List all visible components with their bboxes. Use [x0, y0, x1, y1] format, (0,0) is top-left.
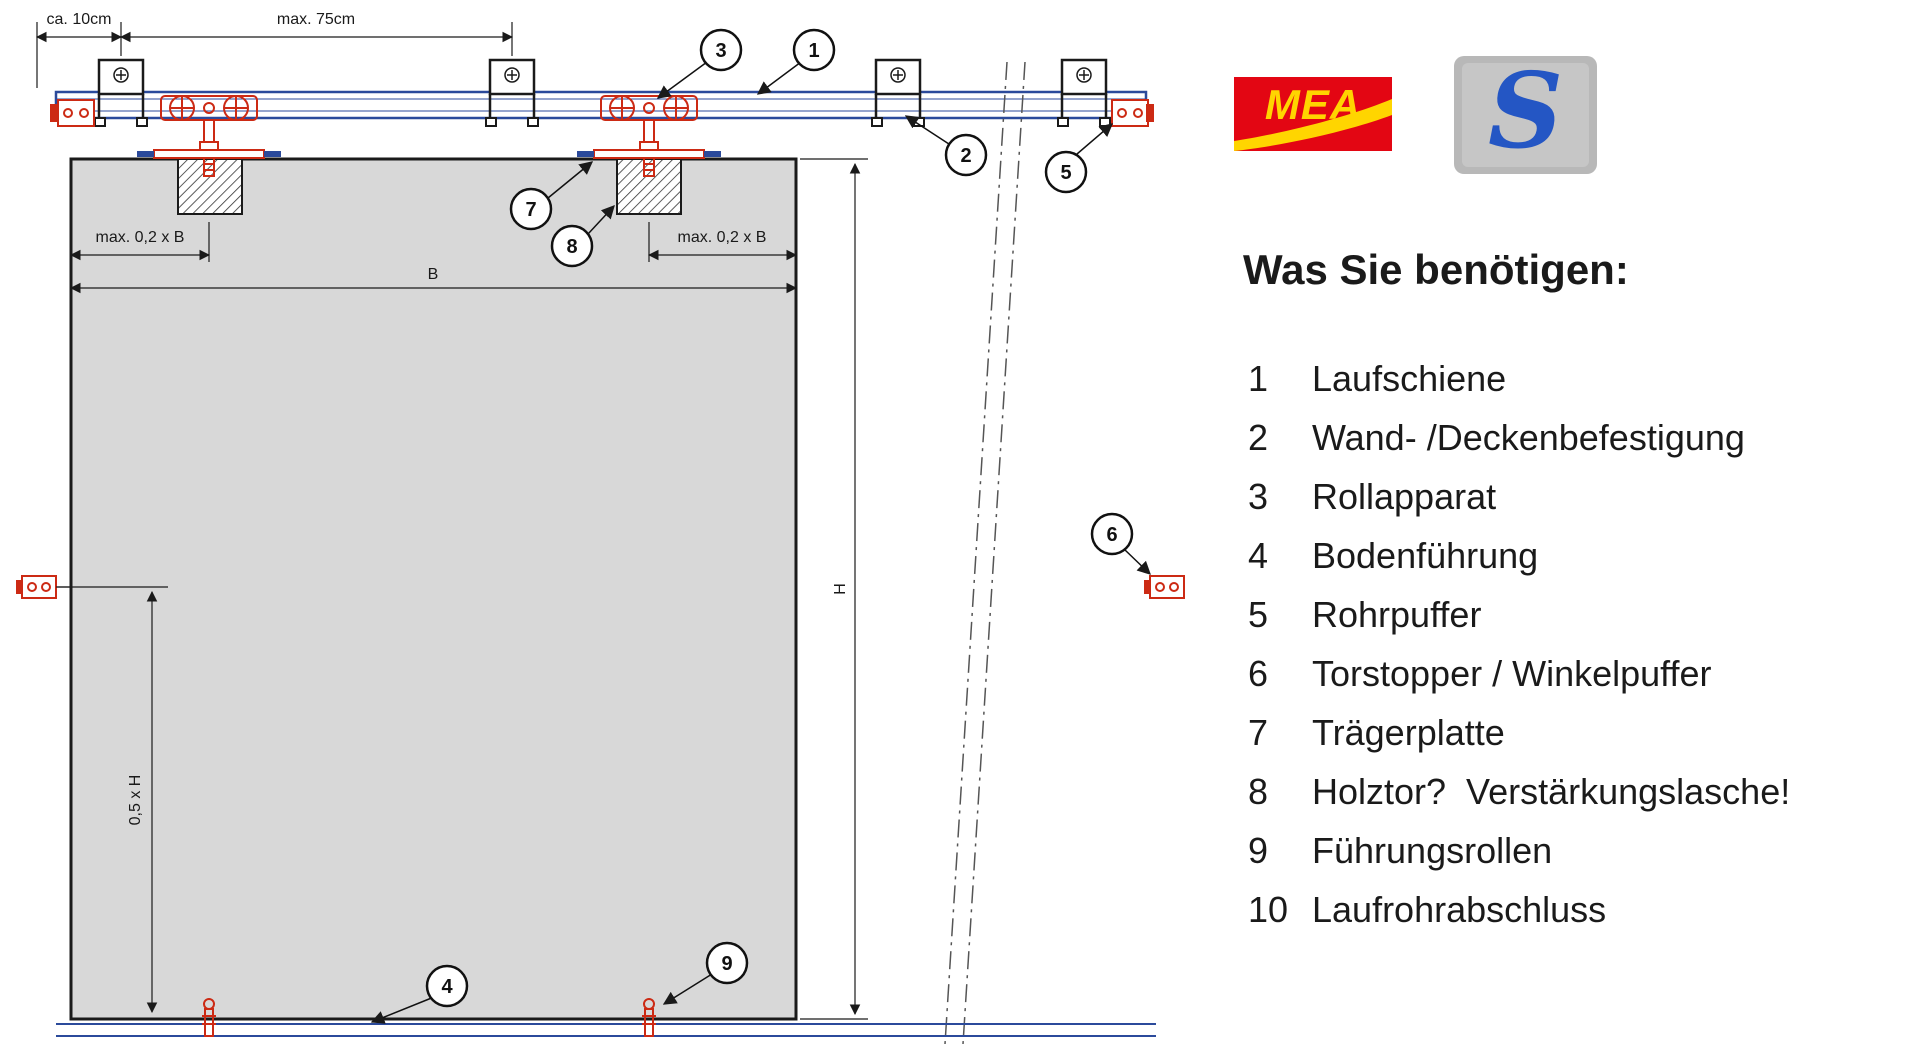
callout-7: 7	[509, 187, 553, 231]
legend-item-6: 6 Torstopper / Winkelpuffer	[1248, 653, 1888, 695]
legend-item-label: Bodenführung	[1312, 535, 1539, 576]
legend-item-label: Trägerplatte	[1312, 712, 1505, 753]
legend-item-3: 3 Rollapparat	[1248, 476, 1888, 518]
callout-7-label: 7	[525, 199, 536, 221]
floor-guide-left	[202, 998, 216, 1037]
legend-item-label: Laufrohrabschluss	[1312, 889, 1607, 930]
callout-8-label: 8	[566, 236, 577, 258]
legend-item-9: 9 Führungsrollen	[1248, 830, 1888, 872]
callout-3: 3	[699, 28, 743, 72]
dim-bracket-spacing: max. 75cm	[277, 11, 355, 28]
callout-8: 8	[550, 224, 594, 268]
s-logo-background	[1462, 63, 1589, 167]
legend-item-label: Führungsrollen	[1312, 830, 1553, 871]
legend-item-number: 5	[1248, 594, 1269, 635]
dim-roller-offset-left: max. 0,2 x B	[96, 229, 185, 246]
technical-drawing: ca. 10cm max. 75cm max. 0,2 x B max. 0,2…	[16, 11, 1185, 1044]
legend-item-7: 7 Trägerplatte	[1248, 712, 1888, 754]
floor-guide-right	[642, 998, 656, 1037]
legend-item-number: 8	[1248, 771, 1269, 812]
s-logo-letter: S	[1487, 49, 1564, 172]
door-stopper-right	[1144, 575, 1185, 599]
callout-6: 6	[1090, 512, 1134, 556]
mea-logo: MEA	[1234, 77, 1392, 151]
legend-item-label: Holztor? Verstärkungslasche!	[1312, 771, 1791, 812]
door-panel	[69, 157, 798, 1021]
legend-item-10: 10 Laufrohrabschluss	[1248, 889, 1888, 931]
parts-legend: 1 Laufschiene 2 Wand- /Deckenbefestigung…	[1248, 358, 1888, 948]
legend-item-8: 8 Holztor? Verstärkungslasche!	[1248, 771, 1888, 813]
ceiling-bracket-3	[871, 58, 925, 127]
callout-9: 9	[705, 941, 749, 985]
callout-4: 4	[425, 964, 469, 1008]
legend-item-2: 2 Wand- /Deckenbefestigung	[1248, 417, 1888, 459]
legend-item-number: 7	[1248, 712, 1269, 753]
callout-3-label: 3	[715, 40, 726, 62]
leader-lines	[370, 61, 1151, 1024]
reinforcement-plate-left	[177, 158, 243, 215]
legend-item-number: 9	[1248, 830, 1269, 871]
legend-item-4: 4 Bodenführung	[1248, 535, 1888, 577]
legend-item-number: 2	[1248, 417, 1269, 458]
legend-item-number: 3	[1248, 476, 1269, 517]
dimensions	[30, 22, 868, 1020]
ceiling-bracket-4	[1057, 58, 1111, 127]
ceiling-bracket-1	[94, 58, 148, 127]
callout-6-label: 6	[1106, 524, 1117, 546]
dim-roller-offset-right: max. 0,2 x B	[678, 229, 767, 246]
dim-guide-height: 0,5 x H	[127, 775, 144, 826]
callout-4-label: 4	[441, 976, 453, 998]
rail-end-buffer-right	[1111, 99, 1154, 127]
callout-1-label: 1	[808, 40, 819, 62]
roller-apparatus-left	[137, 95, 281, 177]
legend-item-label: Wand- /Deckenbefestigung	[1312, 417, 1745, 458]
callout-2-label: 2	[960, 145, 971, 167]
legend-item-number: 10	[1248, 889, 1289, 930]
mea-logo-text: MEA	[1264, 81, 1362, 128]
ceiling-bracket-2	[485, 58, 539, 127]
roller-apparatus-right	[577, 95, 721, 177]
bottom-rail	[56, 1023, 1156, 1037]
callout-1: 1	[792, 28, 836, 72]
legend-item-label: Torstopper / Winkelpuffer	[1312, 653, 1712, 694]
legend-item-1: 1 Laufschiene	[1248, 358, 1888, 400]
wall-section-lines	[944, 61, 1026, 1044]
legend-item-label: Rohrpuffer	[1312, 594, 1482, 635]
legend-item-number: 6	[1248, 653, 1269, 694]
legend-item-label: Rollapparat	[1312, 476, 1497, 517]
legend-item-label: Laufschiene	[1312, 358, 1507, 399]
callout-2: 2	[944, 133, 988, 177]
mea-swoosh	[1234, 99, 1392, 151]
dim-door-height: H	[832, 583, 849, 595]
callout-5: 5	[1044, 150, 1088, 194]
dim-wall-offset: ca. 10cm	[47, 11, 112, 28]
legend-item-number: 1	[1248, 358, 1269, 399]
wall-guide-left	[16, 575, 71, 599]
callout-9-label: 9	[721, 953, 732, 975]
legend-item-5: 5 Rohrpuffer	[1248, 594, 1888, 636]
s-logo: S	[1454, 52, 1597, 174]
rail-end-buffer-left	[50, 99, 95, 127]
reinforcement-plate-right	[616, 158, 682, 215]
dim-door-width: B	[428, 266, 439, 283]
callout-5-label: 5	[1060, 162, 1071, 184]
legend-heading: Was Sie benötigen:	[1243, 246, 1629, 293]
legend-item-number: 4	[1248, 535, 1269, 576]
